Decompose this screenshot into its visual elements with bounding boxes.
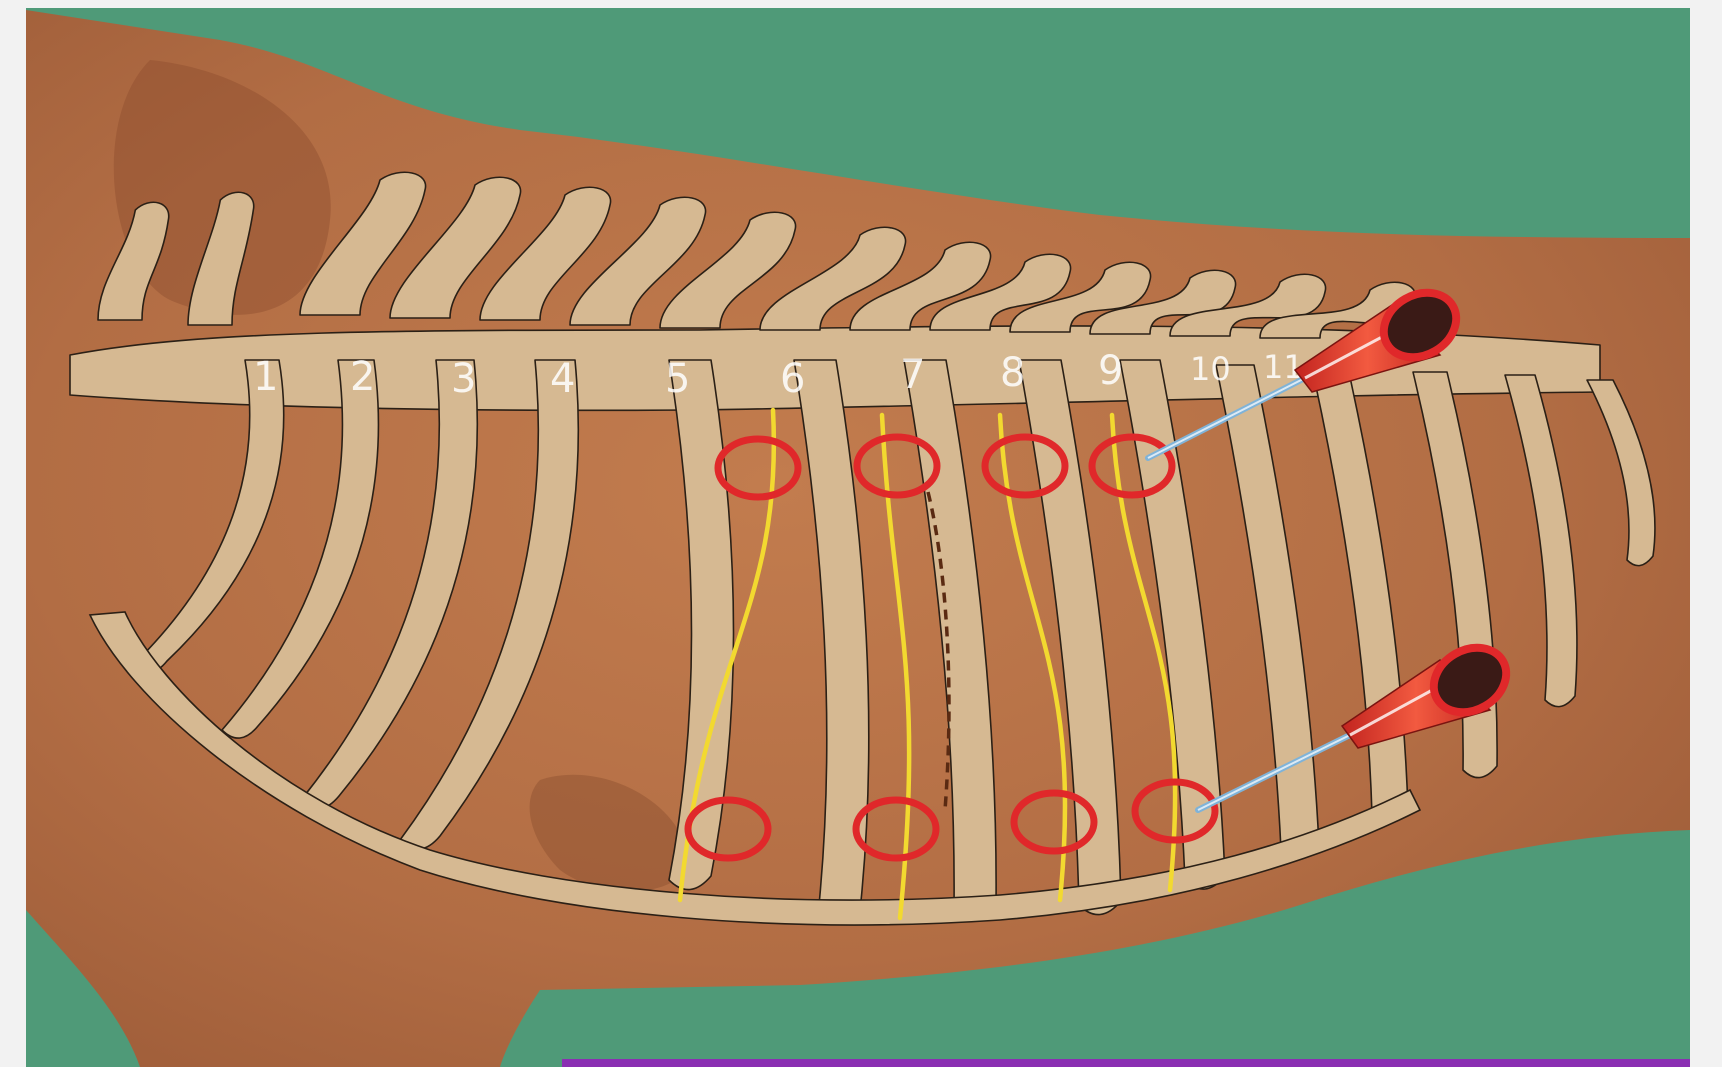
rib-label-10: 10 xyxy=(1190,350,1231,388)
bottom-accent-bar xyxy=(562,1059,1690,1067)
rib-label-4: 4 xyxy=(550,356,575,402)
rib-label-9: 9 xyxy=(1098,348,1123,394)
top-margin xyxy=(26,0,1690,8)
rib-label-8: 8 xyxy=(1000,350,1025,396)
rib-label-1: 1 xyxy=(253,354,278,400)
rib-label-2: 2 xyxy=(350,354,375,400)
rib-label-5: 5 xyxy=(665,356,690,402)
left-margin xyxy=(0,0,26,1067)
rib-label-3: 3 xyxy=(451,356,476,402)
rib-label-7: 7 xyxy=(900,352,925,398)
rib-label-6: 6 xyxy=(780,356,805,402)
right-margin xyxy=(1690,0,1722,1067)
